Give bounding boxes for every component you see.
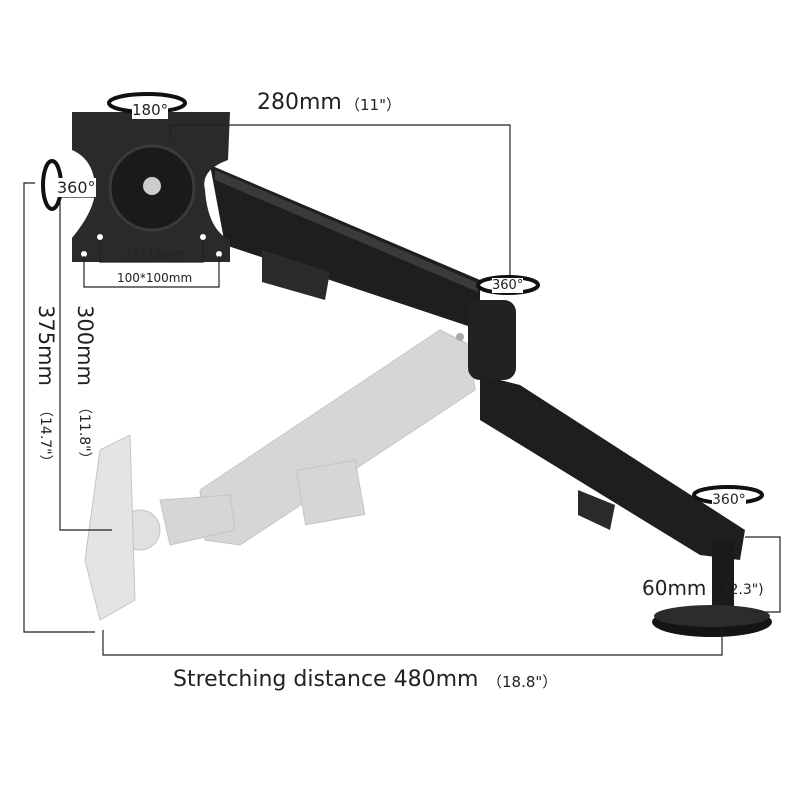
base-rotate-label: 360° [712, 492, 746, 508]
max-height-label: 375mm [34, 305, 58, 386]
pole-height-inches: (2.3") [724, 582, 764, 598]
stretch-distance-inches: （18.8"） [487, 673, 558, 691]
elbow-rotate-label: 360° [492, 278, 524, 293]
upper-arm [210, 165, 516, 380]
pole-height-label: 60mm [642, 576, 707, 600]
vesa-plate [72, 112, 230, 262]
height-adjust-label: 300mm [73, 305, 97, 386]
max-height-inches: （14.7"） [37, 403, 53, 469]
stretch-distance-label: Stretching distance 480mm [173, 667, 479, 692]
height-adjust-inches: （11.8"） [76, 400, 92, 466]
vesa-large-label: 100*100mm [117, 271, 193, 285]
vesa-small-label: 75*75mm [125, 247, 185, 261]
arm-length-inches: （11"） [345, 96, 401, 114]
plate-tilt-label: 180° [132, 101, 169, 119]
lower-arm [480, 375, 772, 637]
arm-length-label: 280mm [257, 90, 342, 115]
plate-rotate-label: 360° [57, 178, 96, 197]
ghost-arm [84, 329, 476, 621]
dimension-lines [23, 124, 781, 656]
